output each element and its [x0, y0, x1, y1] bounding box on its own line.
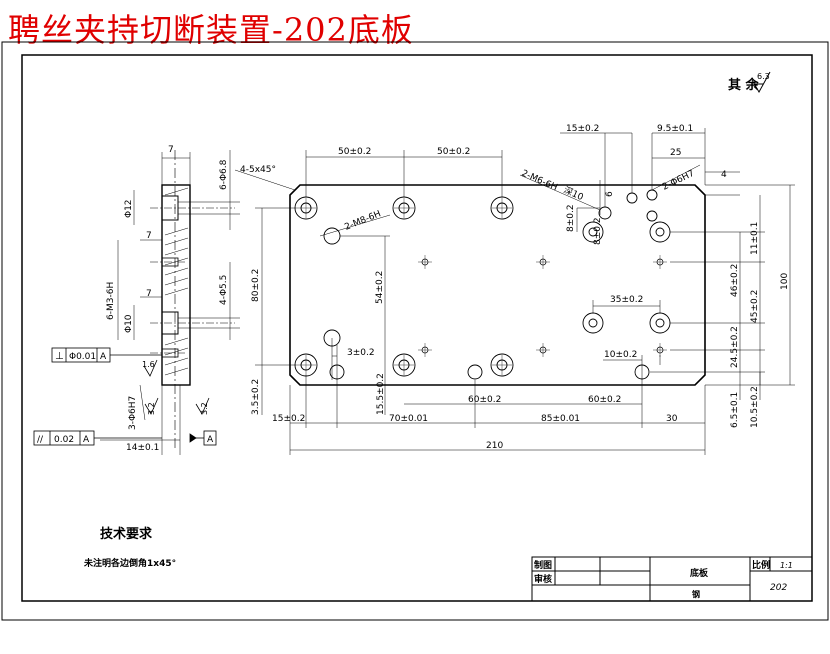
- dim-35: 35±0.2: [610, 295, 643, 305]
- side-r32b: 3.2: [200, 402, 209, 415]
- perp-symbol: ⊥: [55, 351, 64, 362]
- plan-view: [234, 128, 795, 455]
- dim-m6: 2-M6-6H: [520, 169, 559, 194]
- datum-a-label: A: [207, 435, 214, 445]
- dim-210: 210: [486, 441, 503, 451]
- dim-deep: 深10: [562, 185, 585, 203]
- dim-15-5: 15.5±0.2: [376, 373, 386, 415]
- side-r16: 1.6: [142, 360, 155, 369]
- drawing-title: 聘丝夹持切断装置-202底板: [8, 11, 414, 49]
- side-mid-width-1: 7: [146, 231, 152, 241]
- parallel-datum: A: [83, 435, 90, 445]
- title-block-scale-label: 比例: [752, 559, 770, 571]
- dim-25: 25: [670, 148, 681, 158]
- parallel-symbol: //: [37, 435, 44, 445]
- dim-6-5: 6.5±0.1: [730, 392, 740, 428]
- dim-m8: 2-M8-6H: [343, 209, 382, 233]
- side-hole-depth: 6-Φ6.8: [219, 159, 229, 190]
- side-pin: 3-Φ6H7: [128, 396, 138, 430]
- tech-note: 未注明各边倒角1x45°: [83, 557, 176, 569]
- side-bottom-dim: 14±0.1: [126, 443, 159, 453]
- inner-frame: [21, 54, 813, 602]
- side-r32a: 3.2: [147, 402, 156, 415]
- roughness-symbol-icon: [751, 71, 771, 94]
- dim-45: 45±0.2: [750, 290, 760, 323]
- dim-9-5: 9.5±0.1: [657, 124, 693, 134]
- side-thread: 6-M3-6H: [106, 282, 116, 320]
- dim-10: 10±0.2: [604, 350, 637, 360]
- tech-heading: 技术要求: [100, 526, 153, 542]
- title-block-checked: 审核: [534, 573, 552, 585]
- dim-15-bottom: 15±0.2: [272, 414, 305, 424]
- side-top-width: 7: [168, 145, 174, 155]
- dim-50a: 50±0.2: [338, 147, 371, 157]
- dim-chamfer: 4-5x45°: [240, 165, 276, 175]
- dim-100: 100: [780, 273, 790, 290]
- dim-6: 6: [605, 191, 615, 197]
- dim-85: 85±0.01: [541, 414, 580, 424]
- dim-3-5-vert: 3.5±0.2: [251, 379, 261, 415]
- side-bore-2: Φ10: [124, 314, 134, 333]
- dim-54: 54±0.2: [375, 271, 385, 304]
- title-block-drawing-no: 202: [770, 583, 787, 593]
- parallel-tolerance-frame: [33, 430, 217, 446]
- dim-24-5: 24.5±0.2: [730, 326, 740, 368]
- outer-border: [1, 41, 829, 621]
- dim-60a: 60±0.2: [468, 395, 501, 405]
- dim-70: 70±0.01: [389, 414, 428, 424]
- perp-datum: A: [100, 352, 107, 362]
- dim-15: 15±0.2: [566, 124, 599, 134]
- dim-8b: 8±0.2: [593, 217, 603, 245]
- dim-46: 46±0.2: [730, 264, 740, 297]
- dim-4: 4: [721, 170, 727, 180]
- dim-10-5: 10.5±0.2: [750, 386, 760, 428]
- dim-pin-h7: 2-Φ6H7: [661, 169, 696, 193]
- title-block-scale-value: 1:1: [780, 561, 793, 570]
- side-through: 4-Φ5.5: [219, 275, 229, 305]
- dim-8a: 8±0.2: [566, 204, 576, 232]
- title-block: [531, 556, 813, 602]
- dim-11: 11±0.1: [750, 222, 760, 255]
- title-block-drawn: 制图: [534, 559, 552, 571]
- dim-3: 3±0.2: [347, 348, 375, 358]
- parallel-value: 0.02: [54, 435, 74, 445]
- roughness-label: 其 余: [728, 77, 760, 93]
- dim-60b: 60±0.2: [588, 395, 621, 405]
- side-mid-width-2: 7: [146, 289, 152, 299]
- perp-tolerance-frame: [51, 347, 162, 363]
- side-view: [100, 150, 240, 455]
- perp-value: Φ0.01: [69, 352, 96, 362]
- dim-50b: 50±0.2: [437, 147, 470, 157]
- title-block-part-name: 底板: [690, 567, 709, 579]
- roughness-value: 6.3: [757, 72, 770, 81]
- dim-30: 30: [666, 414, 678, 424]
- side-bore-1: Φ12: [124, 199, 134, 218]
- dim-80: 80±0.2: [251, 269, 261, 302]
- title-block-material: 钢: [692, 589, 700, 599]
